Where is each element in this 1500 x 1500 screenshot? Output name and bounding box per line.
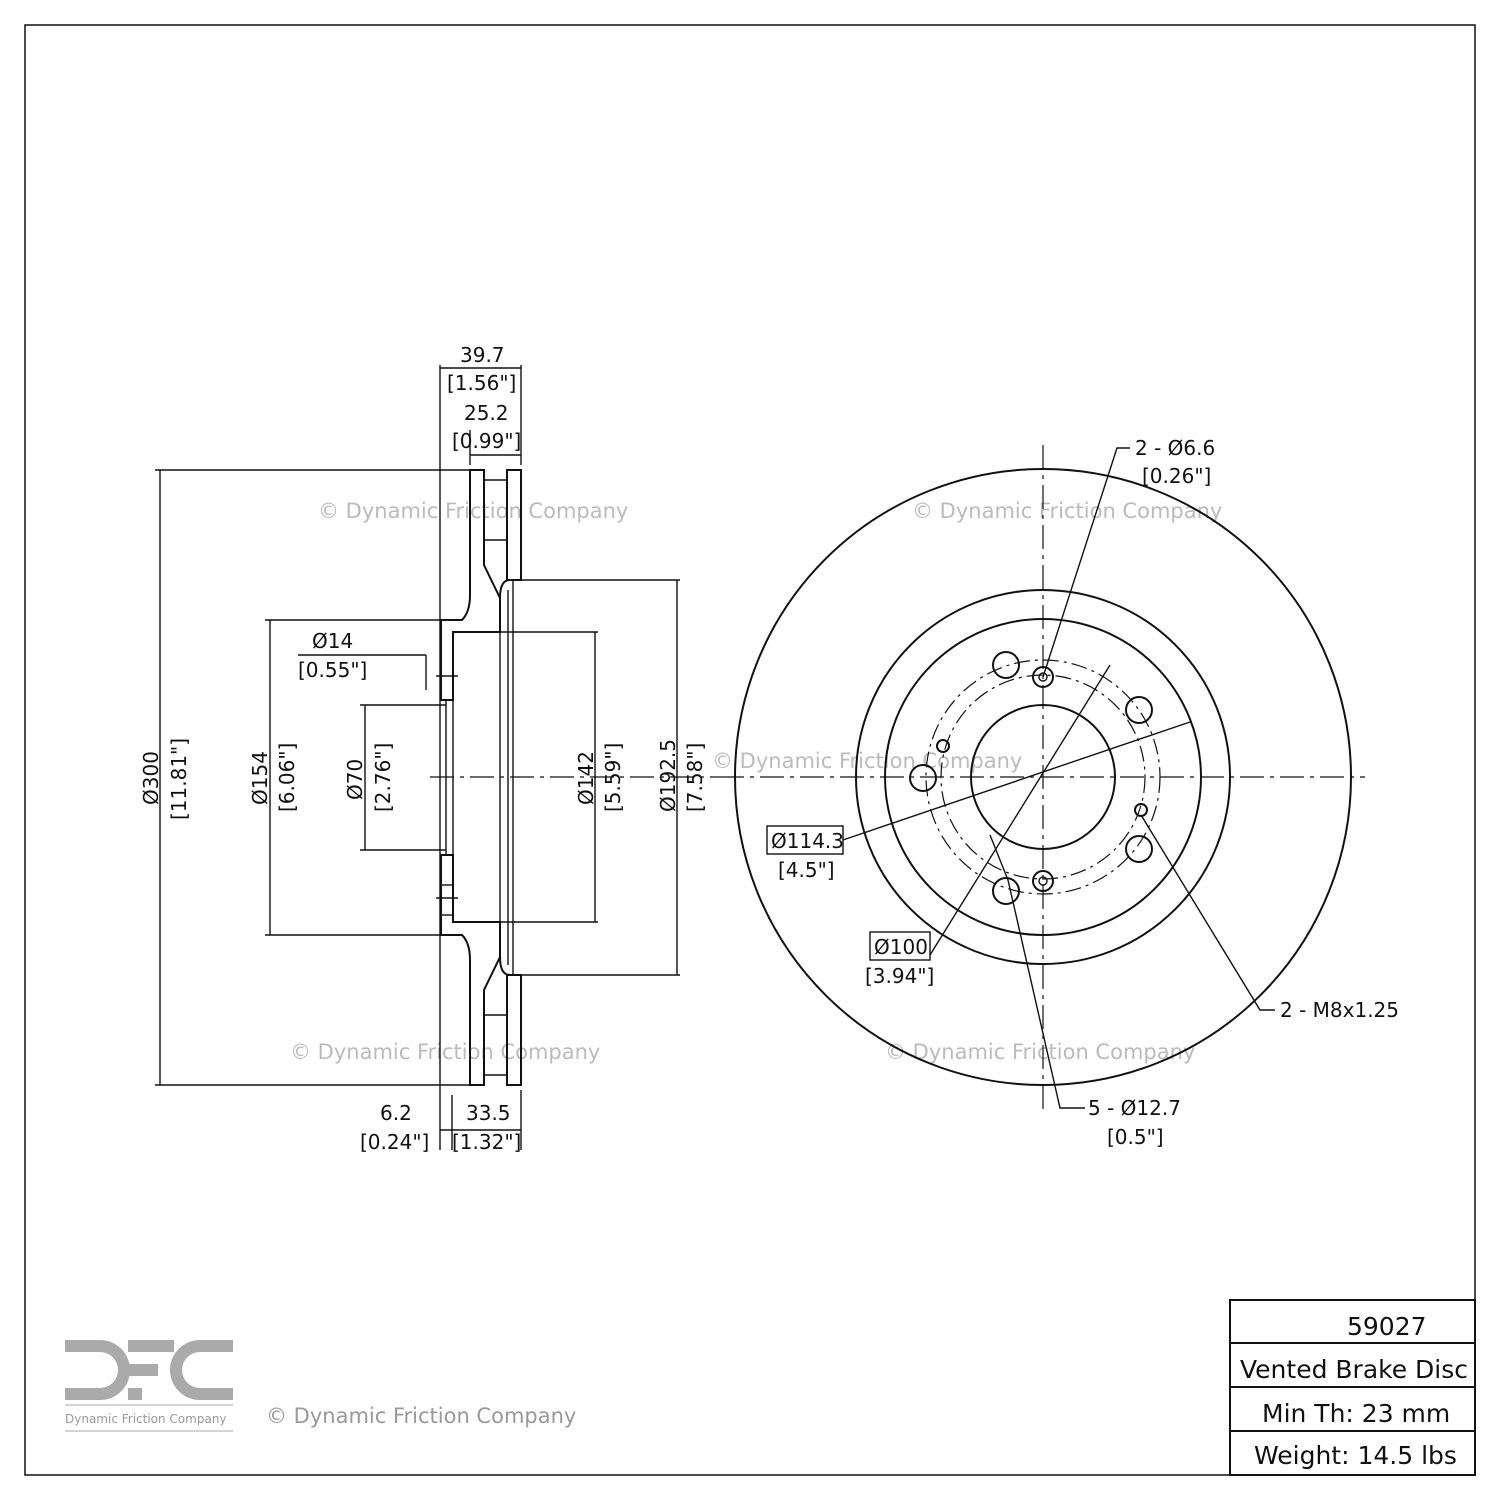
lug-holes — [909, 651, 1153, 905]
dim-lug-holes: 5 - Ø12.7 — [1088, 1096, 1181, 1120]
dim-small-holes-in: [0.26"] — [1142, 464, 1211, 488]
dim-hole: Ø14 — [312, 629, 353, 653]
copyright: © Dynamic Friction Company — [266, 1404, 576, 1428]
dim-overall-width: 39.7 — [460, 343, 505, 367]
outboard-plate-top — [506, 469, 522, 581]
watermark: © Dynamic Friction Company — [885, 1040, 1195, 1064]
lower-section — [440, 854, 501, 1086]
dim-hat-outer-dia: Ø192.5 — [656, 739, 680, 812]
watermarks: © Dynamic Friction Company © Dynamic Fri… — [290, 499, 1222, 1064]
dim-overall-width-in: [1.56"] — [447, 371, 516, 395]
title-block: 59027 Vented Brake Disc Min Th: 23 mm We… — [1229, 1299, 1476, 1476]
weight: Weight: 14.5 lbs — [1254, 1441, 1457, 1470]
dim-inner-dia-in: [5.59"] — [601, 743, 625, 812]
outboard-plate-bottom — [506, 974, 522, 1086]
dim-hole-in: [0.55"] — [298, 658, 367, 682]
dim-hat-height-in: [1.32"] — [452, 1130, 521, 1154]
dfc-logo: Dynamic Friction Company — [65, 1340, 233, 1432]
dim-hat-outer-dia-in: [7.58"] — [683, 743, 707, 812]
face-view: 2 - Ø6.6 [0.26"] Ø114.3 [4.5"] Ø100 [3.9… — [720, 436, 1399, 1149]
dim-outer-dia-in: [11.81"] — [167, 738, 191, 820]
dim-lug-holes-in: [0.5"] — [1107, 1125, 1164, 1149]
watermark: © Dynamic Friction Company — [912, 499, 1222, 523]
dim-flange-thickness-in: [0.24"] — [360, 1130, 429, 1154]
dim-flange-thickness: 6.2 — [380, 1101, 412, 1125]
dim-outer-dia: Ø300 — [139, 751, 163, 805]
dim-rotor-width-in: [0.99"] — [452, 429, 521, 453]
dim-hat-dia: Ø154 — [248, 751, 272, 805]
drawing-border — [24, 24, 1476, 1476]
dim-inner-dia: Ø142 — [574, 751, 598, 805]
dim-center-bore-in: [2.76"] — [371, 743, 395, 812]
watermark: © Dynamic Friction Company — [318, 499, 628, 523]
part-description: Vented Brake Disc — [1240, 1355, 1468, 1384]
part-number: 59027 — [1347, 1312, 1427, 1341]
min-thickness: Min Th: 23 mm — [1262, 1399, 1450, 1428]
watermark: © Dynamic Friction Company — [290, 1040, 600, 1064]
dim-threaded-holes: 2 - M8x1.25 — [1280, 998, 1399, 1022]
dim-hat-height: 33.5 — [466, 1101, 511, 1125]
dim-center-bore: Ø70 — [343, 759, 367, 800]
dim-small-holes: 2 - Ø6.6 — [1135, 436, 1215, 460]
dim-bolt-circle: Ø114.3 — [771, 829, 844, 853]
dim-bolt-circle-in: [4.5"] — [778, 858, 835, 882]
dim-rotor-width: 25.2 — [464, 401, 509, 425]
dim-hat-dia-in: [6.06"] — [275, 743, 299, 812]
section-view: 39.7 [1.56"] 25.2 [0.99"] Ø14 [0.55"] 6.… — [139, 343, 720, 1154]
dim-inner-circle: Ø100 — [874, 935, 928, 959]
logo-caption: Dynamic Friction Company — [65, 1412, 227, 1426]
upper-section — [440, 469, 501, 701]
dim-inner-circle-in: [3.94"] — [865, 964, 934, 988]
